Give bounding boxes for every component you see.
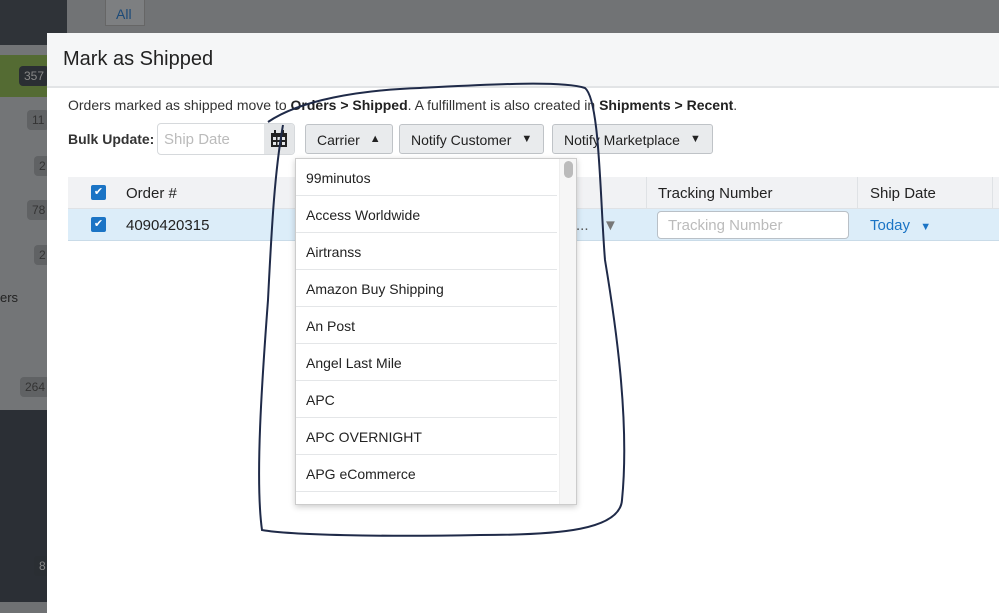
scrollbar[interactable] xyxy=(559,159,576,504)
carrier-option[interactable]: 99minutos xyxy=(296,159,557,196)
modal-title: Mark as Shipped xyxy=(47,33,999,88)
carrier-button[interactable]: Carrier▲ xyxy=(305,124,393,154)
caret-down-icon: ▼ xyxy=(689,133,701,145)
carrier-option[interactable]: APC xyxy=(296,381,557,418)
count-badge: 11 xyxy=(27,110,50,130)
carrier-option[interactable]: APG eCommerce xyxy=(296,455,557,492)
count-badge: 8 xyxy=(34,556,51,576)
caret-up-icon: ▲ xyxy=(369,133,381,145)
notify-marketplace-button[interactable]: Notify Marketplace▼ xyxy=(552,124,713,154)
carrier-option[interactable]: Airtranss xyxy=(296,233,557,270)
ship-date-input[interactable]: Ship Date xyxy=(157,123,295,155)
header-ship-date: Ship Date xyxy=(870,185,936,202)
info-text: Orders marked as shipped move to Orders … xyxy=(68,97,738,113)
header-order: Order # xyxy=(126,185,177,202)
carrier-option[interactable]: Angel Last Mile xyxy=(296,344,557,381)
count-badge: 78 xyxy=(27,200,51,220)
count-badge: 264 xyxy=(20,377,51,397)
caret-down-icon: ▼ xyxy=(603,217,618,234)
caret-down-icon: ▼ xyxy=(521,133,533,145)
carrier-option[interactable]: Amazon Buy Shipping xyxy=(296,270,557,307)
carrier-select[interactable]: ... xyxy=(576,217,589,234)
tab-all[interactable]: All xyxy=(105,0,145,26)
order-number: 4090420315 xyxy=(126,217,210,234)
carrier-option[interactable]: APC OVERNIGHT xyxy=(296,418,557,455)
notify-customer-button[interactable]: Notify Customer▼ xyxy=(399,124,545,154)
calendar-icon[interactable] xyxy=(264,124,294,154)
select-all-checkbox[interactable]: ✔ xyxy=(91,185,106,200)
bulk-update-label: Bulk Update: xyxy=(68,131,155,147)
backdrop-top xyxy=(0,0,999,33)
count-badge: 2 xyxy=(34,245,51,265)
tracking-number-input[interactable]: Tracking Number xyxy=(657,211,849,239)
carrier-option[interactable]: Access Worldwide xyxy=(296,196,557,233)
header-tracking: Tracking Number xyxy=(658,185,773,202)
ship-date-select[interactable]: Today ▼ xyxy=(870,217,932,234)
sidebar-label: ers xyxy=(0,290,19,305)
count-badge: 357 xyxy=(19,66,50,86)
count-badge: 2 xyxy=(34,156,51,176)
carrier-option[interactable]: An Post xyxy=(296,307,557,344)
row-checkbox[interactable]: ✔ xyxy=(91,217,106,232)
